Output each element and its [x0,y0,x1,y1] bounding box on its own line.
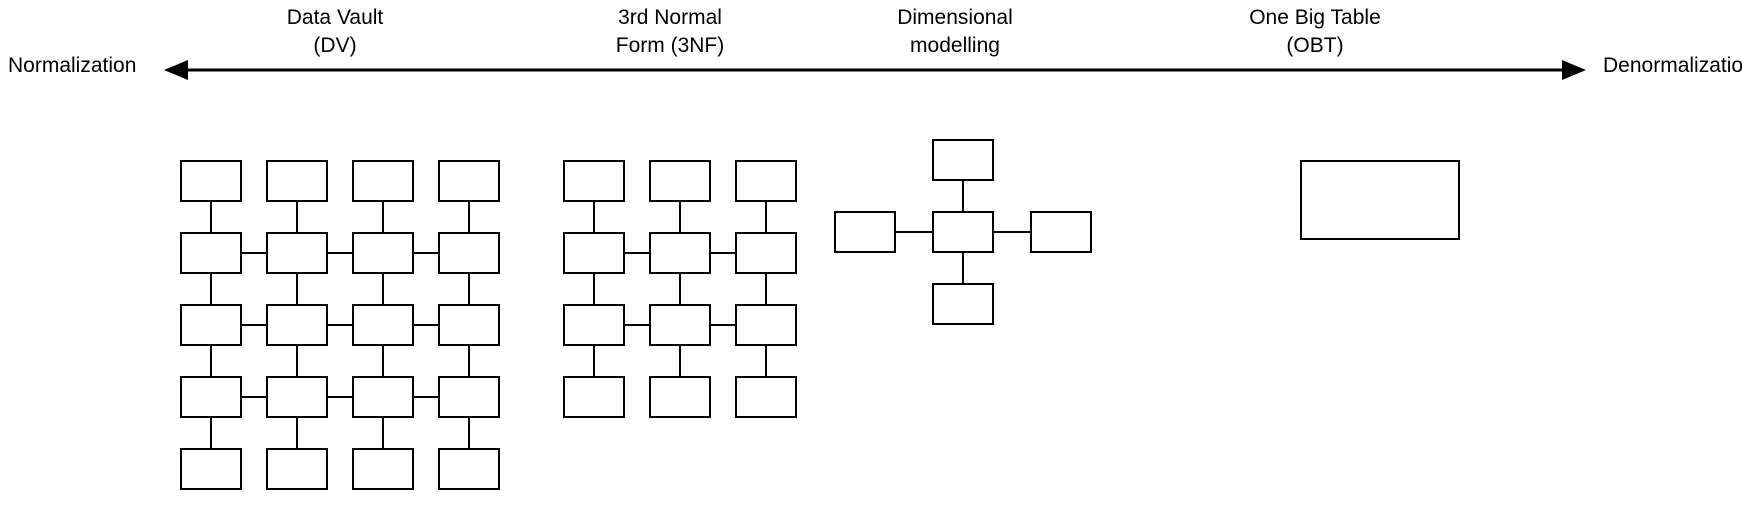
connector-vertical [381,274,385,304]
entity-box [649,160,711,202]
connector-vertical [209,274,213,304]
connector-vertical [381,346,385,376]
entity-box [352,448,414,490]
connector-horizontal [711,323,735,327]
connector-vertical [764,202,768,232]
connector-vertical [467,346,471,376]
entity-box [735,304,797,346]
connector-horizontal [328,395,352,399]
connector-vertical [678,346,682,376]
entity-box [563,232,625,274]
connector-vertical [961,181,965,211]
entity-box [438,232,500,274]
connector-vertical [295,274,299,304]
connector-horizontal [711,251,735,255]
entity-box [649,304,711,346]
connector-vertical [592,346,596,376]
entity-box [438,376,500,418]
axis-label-normalization: Normalization [8,54,137,77]
connector-vertical [467,418,471,448]
entity-box [352,376,414,418]
column-title-one-big-table: One Big Table (OBT) [1249,6,1381,57]
entity-box [180,160,242,202]
dimension-box-left [834,211,896,253]
connector-horizontal [414,323,438,327]
connector-vertical [961,253,965,283]
normalization-axis-arrow [164,60,1586,80]
connector-vertical [295,418,299,448]
connector-vertical [678,274,682,304]
connector-vertical [592,202,596,232]
connector-horizontal [625,323,649,327]
entity-box [649,376,711,418]
connector-horizontal [625,251,649,255]
entity-box [266,376,328,418]
entity-box [735,376,797,418]
entity-box [735,232,797,274]
column-title-dimensional-modelling: Dimensional modelling [897,6,1013,57]
connector-vertical [209,346,213,376]
column-title-data-vault: Data Vault (DV) [286,6,384,57]
column-title-third-normal-form: 3rd Normal Form (3NF) [615,6,725,57]
connector-vertical [764,274,768,304]
entity-box [266,304,328,346]
connector-horizontal [328,251,352,255]
entity-box [180,448,242,490]
entity-box [266,160,328,202]
one-big-table-box [1300,160,1460,240]
entity-box [649,232,711,274]
entity-box [438,448,500,490]
connector-vertical [764,346,768,376]
entity-box [735,160,797,202]
connector-vertical [381,418,385,448]
connector-vertical [467,274,471,304]
entity-box [563,304,625,346]
connector-horizontal [414,395,438,399]
entity-box [563,160,625,202]
connector-vertical [209,418,213,448]
entity-box [352,304,414,346]
entity-box [352,232,414,274]
entity-box [352,160,414,202]
connector-horizontal [242,251,266,255]
entity-box [438,160,500,202]
connector-vertical [592,274,596,304]
entity-box [438,304,500,346]
connector-vertical [295,202,299,232]
connector-horizontal [994,230,1030,234]
connector-vertical [678,202,682,232]
connector-horizontal [414,251,438,255]
connector-vertical [467,202,471,232]
dimension-box-bottom [932,283,994,325]
fact-box-center [932,211,994,253]
connector-vertical [209,202,213,232]
axis-label-denormalization: Denormalization [1603,54,1742,77]
entity-box [180,232,242,274]
entity-box [180,304,242,346]
connector-horizontal [896,230,932,234]
entity-box [266,232,328,274]
connector-horizontal [242,395,266,399]
dimension-box-right [1030,211,1092,253]
connector-horizontal [242,323,266,327]
connector-vertical [381,202,385,232]
entity-box [563,376,625,418]
entity-box [180,376,242,418]
connector-horizontal [328,323,352,327]
dimension-box-top [932,139,994,181]
entity-box [266,448,328,490]
connector-vertical [295,346,299,376]
